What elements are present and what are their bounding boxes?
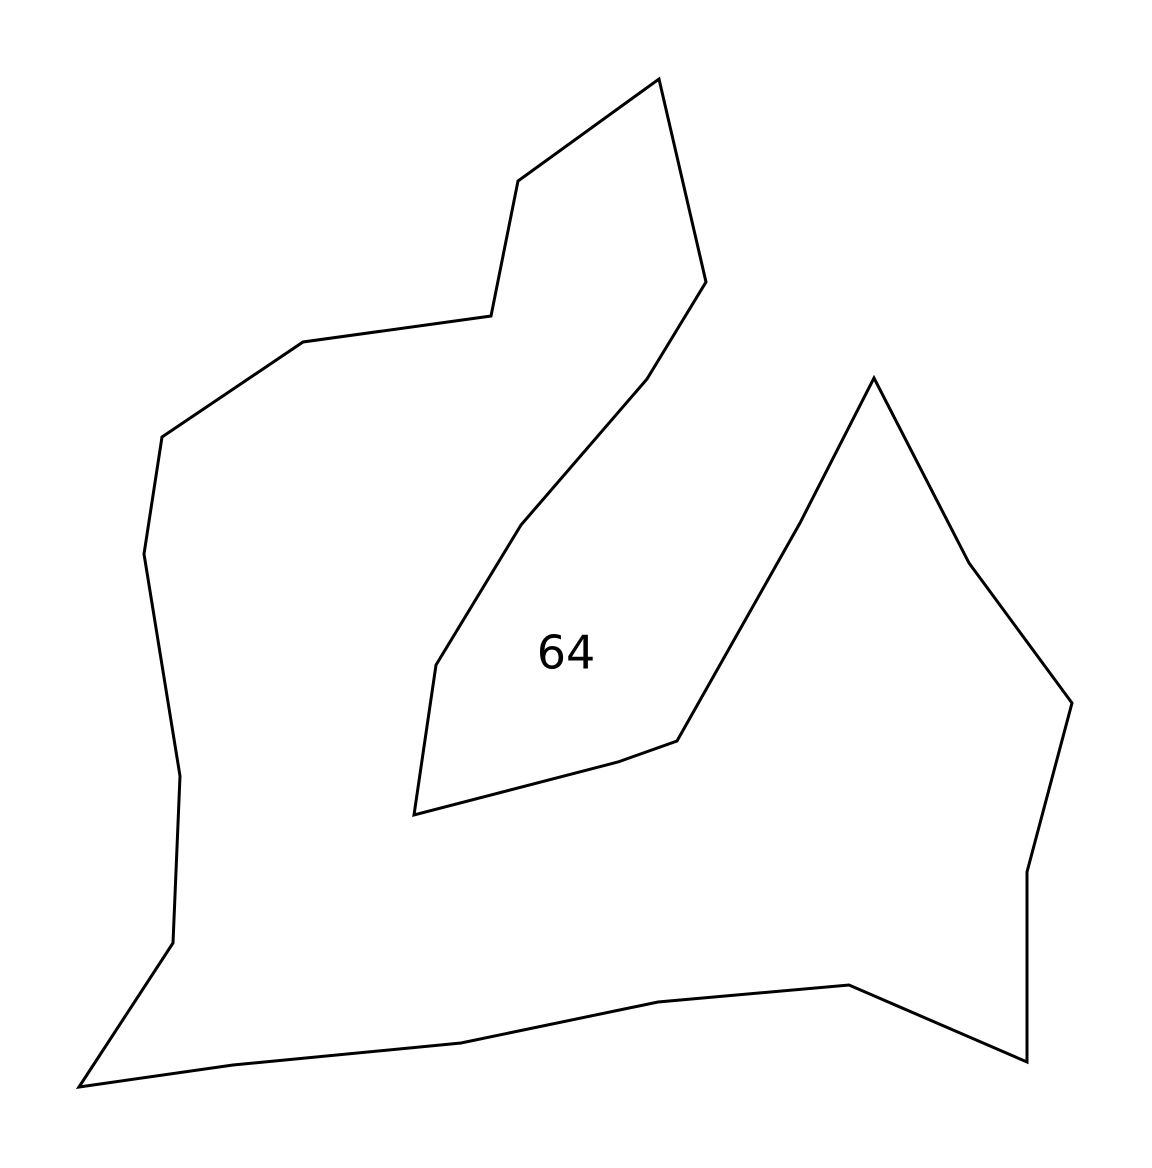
polygon-outline (75, 76, 1074, 1089)
shape-label: 64 (537, 626, 596, 680)
